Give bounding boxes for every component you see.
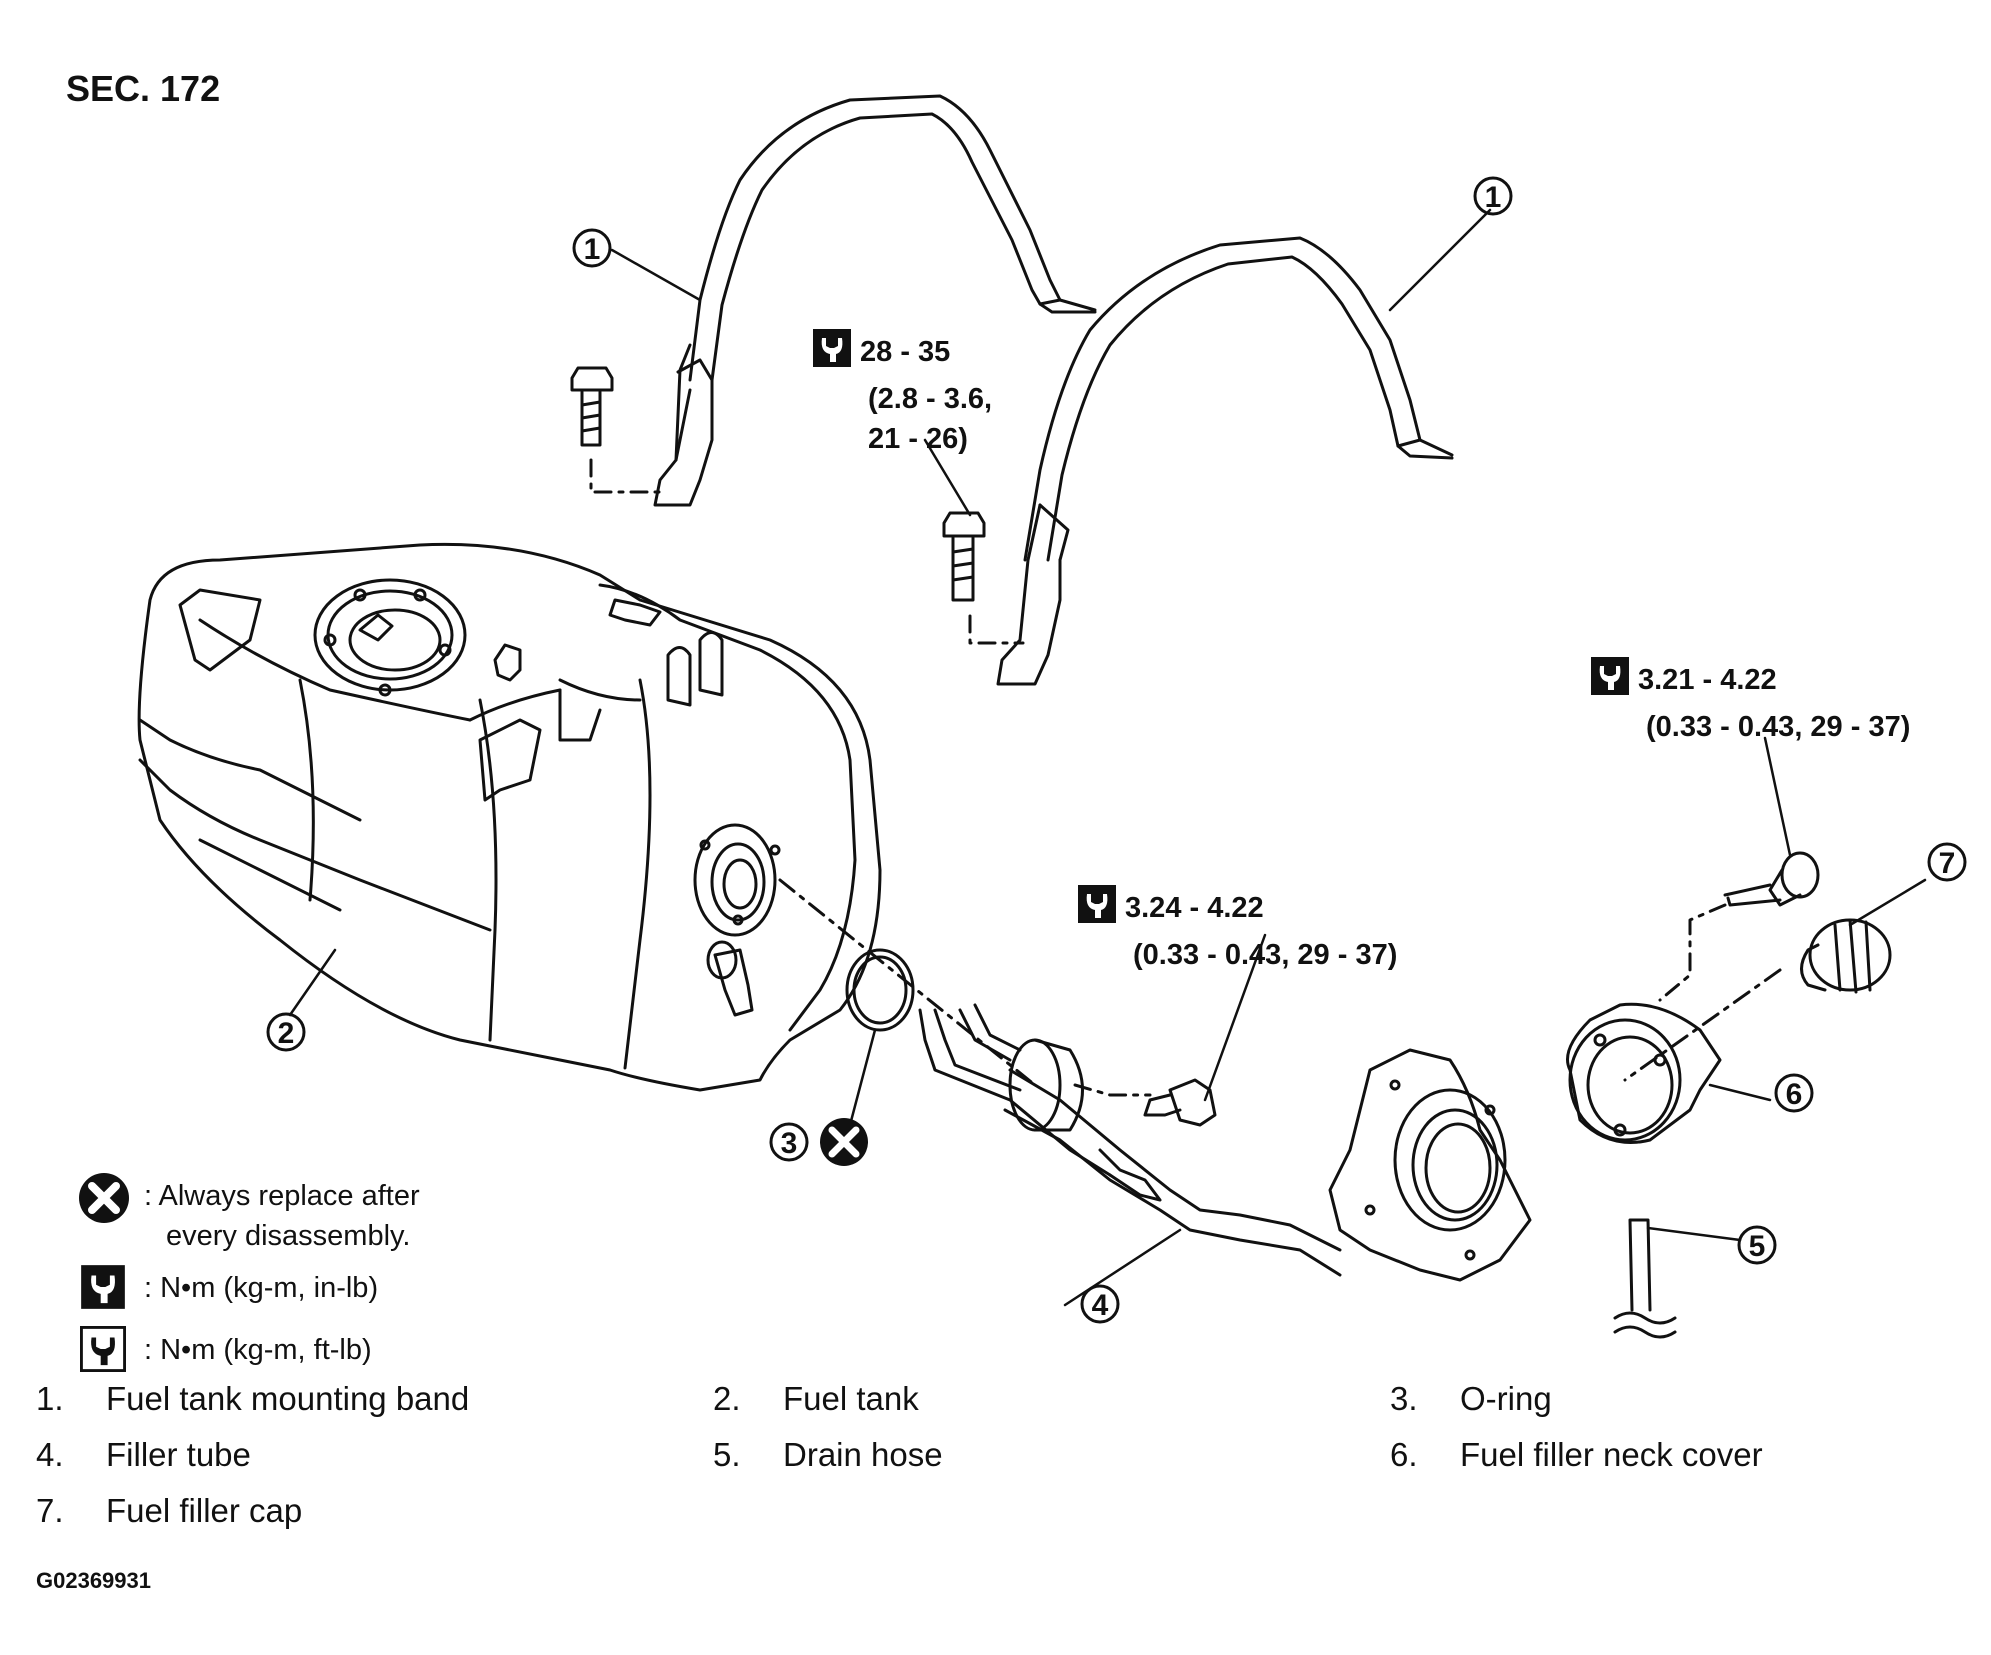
legend-replace-text-2: every disassembly. [166, 1220, 411, 1252]
band-bolt-middle [942, 511, 986, 602]
torque-inlb-icon [81, 1265, 125, 1309]
part-item: 2.Fuel tank [713, 1380, 919, 1417]
drain-hose [1613, 1218, 1677, 1339]
svg-text:5: 5 [1749, 1230, 1766, 1263]
svg-text:7: 7 [1939, 847, 1956, 880]
callout-6: 6 [1774, 1073, 1814, 1113]
torque-wrench-icon [812, 328, 852, 379]
part-item: 4.Filler tube [36, 1436, 251, 1473]
torque-wrench-icon [1590, 656, 1630, 707]
replace-symbol-o-ring [820, 1118, 868, 1166]
figure-code: G02369931 [36, 1568, 151, 1593]
fuel-filler-cap [1800, 918, 1892, 994]
replace-always-icon [79, 1173, 129, 1223]
svg-text:3: 3 [781, 1127, 798, 1160]
callouts: 1 1 2 3 4 5 6 7 [266, 176, 1967, 1324]
torque-value: 28 - 35 [860, 336, 951, 369]
o-ring [845, 948, 915, 1032]
callout-2: 2 [266, 1012, 306, 1052]
callout-1-right: 1 [1473, 176, 1513, 216]
torque-value-alt: (0.33 - 0.43, 29 - 37) [1646, 711, 1911, 743]
callout-7: 7 [1927, 842, 1967, 882]
callout-4: 4 [1080, 1284, 1120, 1324]
torque-value: 3.24 - 4.22 [1125, 892, 1264, 925]
torque-value-alt: (2.8 - 3.6, [868, 383, 993, 415]
legend-ftlb-text: : N•m (kg-m, ft-lb) [144, 1334, 372, 1366]
torque-ftlb-icon [80, 1326, 126, 1372]
filler-neck-cover [1566, 1002, 1722, 1144]
svg-text:4: 4 [1092, 1289, 1109, 1322]
svg-text:1: 1 [584, 233, 601, 266]
part-item: 1.Fuel tank mounting band [36, 1380, 470, 1417]
svg-text:1: 1 [1485, 181, 1502, 214]
mounting-band-left [653, 94, 1097, 507]
mounting-band-right [996, 236, 1454, 686]
part-item: 7.Fuel filler cap [36, 1492, 303, 1529]
section-label: SEC. 172 [66, 68, 221, 109]
callout-5: 5 [1737, 1225, 1777, 1265]
callout-1-left: 1 [572, 228, 612, 268]
torque-spec-band-bolt: 28 - 35 (2.8 - 3.6, 21 - 26) [812, 328, 992, 459]
svg-text:2: 2 [278, 1017, 295, 1050]
torque-wrench-icon [1077, 884, 1117, 935]
part-item: 5.Drain hose [713, 1436, 943, 1473]
torque-value-alt: (0.33 - 0.43, 29 - 37) [1133, 939, 1398, 971]
torque-spec-filler-bolt: 3.24 - 4.22 (0.33 - 0.43, 29 - 37) [1077, 884, 1397, 975]
filler-tube-bolt [1143, 1078, 1217, 1127]
torque-value: 3.21 - 4.22 [1638, 664, 1777, 697]
legend-inlb-text: : N•m (kg-m, in-lb) [144, 1272, 379, 1304]
band-bolt-left [570, 366, 614, 447]
torque-spec-cover-bolt: 3.21 - 4.22 (0.33 - 0.43, 29 - 37) [1590, 656, 1910, 747]
filler-tube [918, 1003, 1532, 1282]
part-item: 3.O-ring [1390, 1380, 1552, 1417]
part-item: 6.Fuel filler neck cover [1390, 1436, 1763, 1473]
torque-value-alt: 21 - 26) [868, 423, 968, 455]
filler-cover-bolt [1723, 851, 1820, 907]
callout-3: 3 [769, 1122, 809, 1162]
svg-text:6: 6 [1786, 1078, 1803, 1111]
fuel-tank [137, 542, 882, 1092]
leader-lines [288, 208, 1927, 1307]
legend-replace-text: : Always replace after [144, 1180, 420, 1212]
